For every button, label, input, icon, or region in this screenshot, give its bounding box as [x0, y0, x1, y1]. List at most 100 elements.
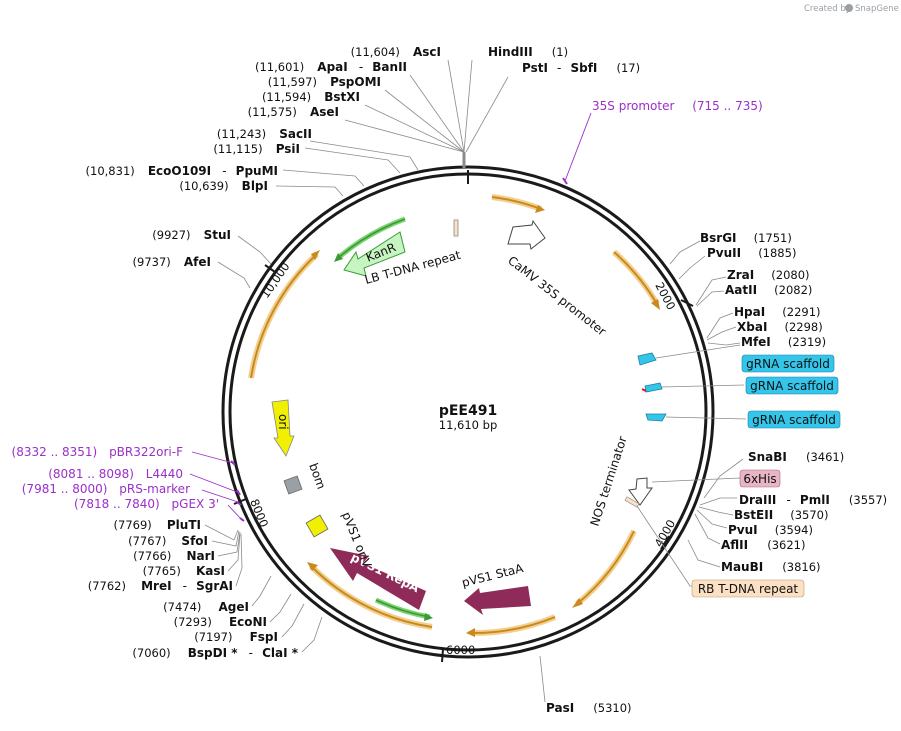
site-mfei-pos: (2319): [788, 335, 826, 349]
leader-pspomi: [384, 89, 465, 153]
site-stui-name: StuI: [204, 228, 231, 242]
ruler-label-6000: 6000: [446, 643, 475, 657]
primer-prs-name: pRS-marker: [119, 482, 190, 496]
site-pspomi: (11,597) PspOMI: [268, 71, 381, 90]
orf-arc-3-head: [572, 598, 583, 608]
site-asci-pos: (11,604): [351, 45, 400, 59]
ori-arrow: [271, 399, 295, 457]
site-asei: (11,575) AseI: [248, 101, 339, 120]
primer-35s: 35S promoter (715 .. 735): [592, 99, 763, 113]
leader-sfoi: [211, 530, 240, 547]
leader-mrei: [235, 533, 243, 587]
ruler-tick-8000: [233, 498, 247, 505]
site-blpi-pos: (10,639): [179, 179, 228, 193]
leader-stui: [237, 235, 272, 265]
primer-prs: (7981 .. 8000) pRS-marker: [22, 482, 190, 496]
leader-nari: [217, 531, 241, 557]
site-psii-pos: (11,115): [213, 142, 262, 156]
mutation-marker: [641, 388, 647, 392]
orf-arc-4-head: [466, 628, 475, 637]
bom-box: [283, 475, 303, 495]
site-ppumi-name: PpuMI: [236, 164, 278, 178]
site-psti-sep: -: [557, 61, 561, 75]
primer-l4440-name: L4440: [146, 467, 183, 481]
site-econi-pos: (7293): [174, 615, 212, 629]
kanr-feature: KanR: [343, 231, 406, 277]
primer-35s-name: 35S promoter: [592, 99, 674, 113]
primer-leader-pgex: [227, 504, 242, 520]
site-maubi-name: MauBI: [721, 560, 763, 574]
credit-brand: SnapGene: [855, 4, 899, 14]
leader-6xhis: [651, 477, 741, 483]
site-pvui: PvuI (3594): [728, 519, 813, 538]
leader-snabi: [703, 458, 744, 499]
leader-econi: [269, 593, 292, 623]
site-bsrgi-pos: (1751): [754, 231, 792, 245]
site-ecoo109i-name: EcoO109I: [148, 164, 211, 178]
site-psti-pos: (17): [616, 61, 640, 75]
leader-grna1: [655, 344, 741, 359]
orf-arc-3: [576, 530, 635, 605]
site-mrei-pos: (7762): [88, 579, 126, 593]
site-bstxi: (11,594) BstXI: [262, 86, 360, 105]
primer-markers: [230, 177, 647, 522]
grna-scaffold-1-label: gRNA scaffold: [746, 357, 830, 371]
site-aflii: AflII (3621): [721, 534, 805, 553]
grna-scaffold-3-label: gRNA scaffold: [752, 413, 836, 427]
grna-scaffold-2-box: [745, 376, 839, 395]
snapgene-logo-icon: [845, 4, 853, 12]
leader-blpi: [275, 185, 344, 197]
primer-leader-l4440: [189, 473, 238, 493]
primer-pgex-range: (7818 .. 7840): [74, 497, 160, 511]
site-apai-sep: -: [359, 60, 363, 74]
primer-l4440: (8081 .. 8098) L4440: [48, 467, 183, 481]
site-pasi: PasI (5310): [546, 697, 632, 716]
site-aflii-pos: (3621): [767, 538, 805, 552]
site-maubi-pos: (3816): [782, 560, 820, 574]
site-snabi: SnaBI (3461): [748, 446, 844, 465]
ruler-tick-10000: [264, 264, 276, 273]
site-aatii-name: AatII: [725, 283, 757, 297]
site-draiii-pos: (3557): [849, 493, 887, 507]
site-aatii: AatII (2082): [725, 279, 812, 298]
leader-apaI: [409, 74, 465, 153]
site-kasi-name: KasI: [196, 564, 225, 578]
site-bstxi-name: BstXI: [324, 90, 360, 104]
leader-bsrgi: [669, 240, 701, 265]
orf-arc-4: [471, 616, 556, 635]
site-agei-pos: (7474): [163, 600, 201, 614]
site-apai-name: ApaI: [317, 60, 347, 74]
primer-marker-35s: [562, 177, 568, 185]
site-sacii-pos: (11,243): [217, 127, 266, 141]
primer-leader-35s: [564, 112, 592, 182]
orf-arc-4-glow: [471, 614, 557, 637]
site-afei-pos: (9737): [133, 255, 171, 269]
credit-prefix: Created by: [804, 4, 851, 14]
site-maubi: MauBI (3816): [721, 556, 821, 575]
site-draiii-name: DraIII: [739, 493, 776, 507]
site-fspi-name: FspI: [250, 630, 278, 644]
site-psti-name: PstI: [522, 61, 548, 75]
site-mrei: (7762) MreI - SgrAI: [88, 575, 233, 594]
leader-pvui: [696, 509, 728, 529]
site-bsteii-name: BstEII: [734, 508, 773, 522]
site-mfei-name: MfeI: [741, 335, 771, 349]
leader-grna2: [661, 384, 745, 388]
site-hindiii: HindIII (1): [488, 41, 568, 60]
site-xbai-name: XbaI: [737, 320, 767, 334]
ruler-tick-2000: [680, 299, 694, 307]
site-asei-name: AseI: [310, 105, 339, 119]
site-snabi-pos: (3461): [806, 450, 844, 464]
leader-kasi: [227, 532, 241, 572]
site-pasi-name: PasI: [546, 701, 574, 715]
leader-sacii: [309, 140, 419, 171]
nos-terminator-arrow: [628, 477, 653, 506]
site-sfoi: (7767) SfoI: [128, 530, 208, 549]
site-blpi-name: BlpI: [242, 179, 268, 193]
site-kasi-pos: (7765): [143, 564, 181, 578]
site-pasi-pos: (5310): [593, 701, 631, 715]
site-asci: (11,604) AscI: [351, 41, 441, 60]
site-fspi-pos: (7197): [194, 630, 232, 644]
primer-leader-prs: [201, 489, 239, 503]
